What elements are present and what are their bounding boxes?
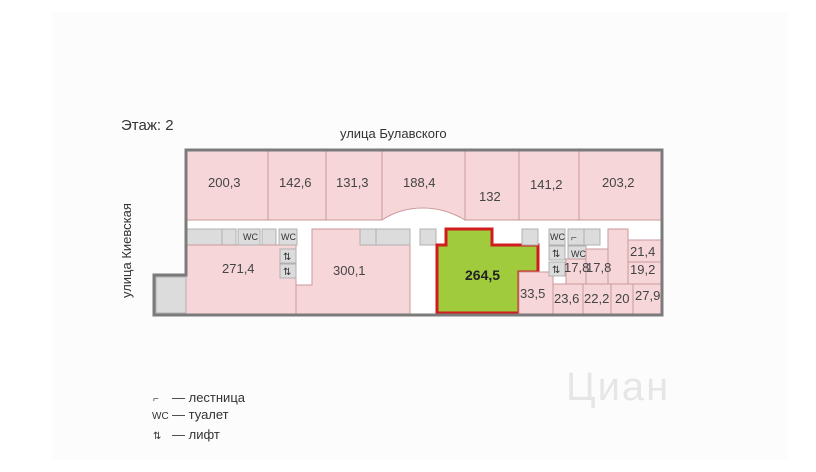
wc-icon: WC [152,411,169,422]
room-label: 203,2 [602,175,635,190]
room-label: 141,2 [530,177,563,192]
legend-stairs-label: — лестница [172,390,246,405]
lift-icon: ⇅ [283,252,291,263]
room-label: 20 [615,291,629,306]
wc-icon: WC [243,232,258,242]
lift-block-3 [548,245,566,261]
street-label-left: улица Киевская [119,203,134,298]
lift-icon: ⇅ [552,265,560,276]
room-141-2[interactable] [518,149,580,221]
room-label: 200,3 [208,175,241,190]
legend-lift-label: — лифт [172,427,220,442]
room-label: 300,1 [333,263,366,278]
room-small-1[interactable] [607,228,629,285]
room-label: 23,6 [554,291,579,306]
wc-block-2 [278,228,298,246]
service-block-8 [583,228,601,246]
service-block-6 [419,228,437,246]
room-188-4[interactable] [381,149,466,221]
room-label: 131,3 [336,175,369,190]
lift-block-2 [279,263,297,279]
room-label: 21,4 [630,244,655,259]
room-203-2[interactable] [578,149,663,221]
room-label: 33,5 [520,286,545,301]
watermark: Циан [566,365,670,409]
service-block-7 [521,228,539,246]
room-132[interactable] [464,149,520,221]
service-block-3 [261,228,277,246]
wc-icon: WC [571,249,586,259]
room-label: 142,6 [279,175,312,190]
legend-toilet-label: — туалет [172,407,229,422]
selected-room-label: 264,5 [465,267,500,283]
room-label: 22,2 [584,291,609,306]
wc-icon: WC [550,232,565,242]
annex-block [155,276,187,314]
outer-wall [152,148,664,317]
lift-icon: ⇅ [153,431,161,442]
legend: ⌐ — лестница WC — туалет ⇅ — лифт [152,390,246,442]
lift-icon: ⇅ [283,267,291,278]
watermark-text: Циан [566,365,670,409]
wc-block-1 [237,228,261,246]
service-block-5 [375,228,411,246]
room-label: 188,4 [403,175,436,190]
room-label: 17,8 [564,260,589,275]
room-22-2[interactable] [582,283,612,316]
lift-block-4 [548,261,566,277]
service-block-2 [221,228,237,246]
wc-icon: WC [281,232,296,242]
service-block-4 [359,228,377,246]
stairs-icon: ⌐ [571,233,577,244]
room-142-6[interactable] [267,149,327,221]
room-label: 27,9 [635,288,660,303]
room-131-3[interactable] [325,149,383,221]
lift-block-1 [279,248,297,264]
stairs-icon: ⌐ [153,394,159,405]
room-label: 19,2 [630,262,655,277]
service-block-1 [185,228,223,246]
wc-block-3 [548,228,566,246]
room-label: 271,4 [222,261,255,276]
room-label: 17,8 [586,260,611,275]
street-label-top: улица Булавского [340,126,447,141]
room-label: 132 [479,189,501,204]
floor-label: Этаж: 2 [121,117,174,134]
lift-icon: ⇅ [552,249,560,260]
